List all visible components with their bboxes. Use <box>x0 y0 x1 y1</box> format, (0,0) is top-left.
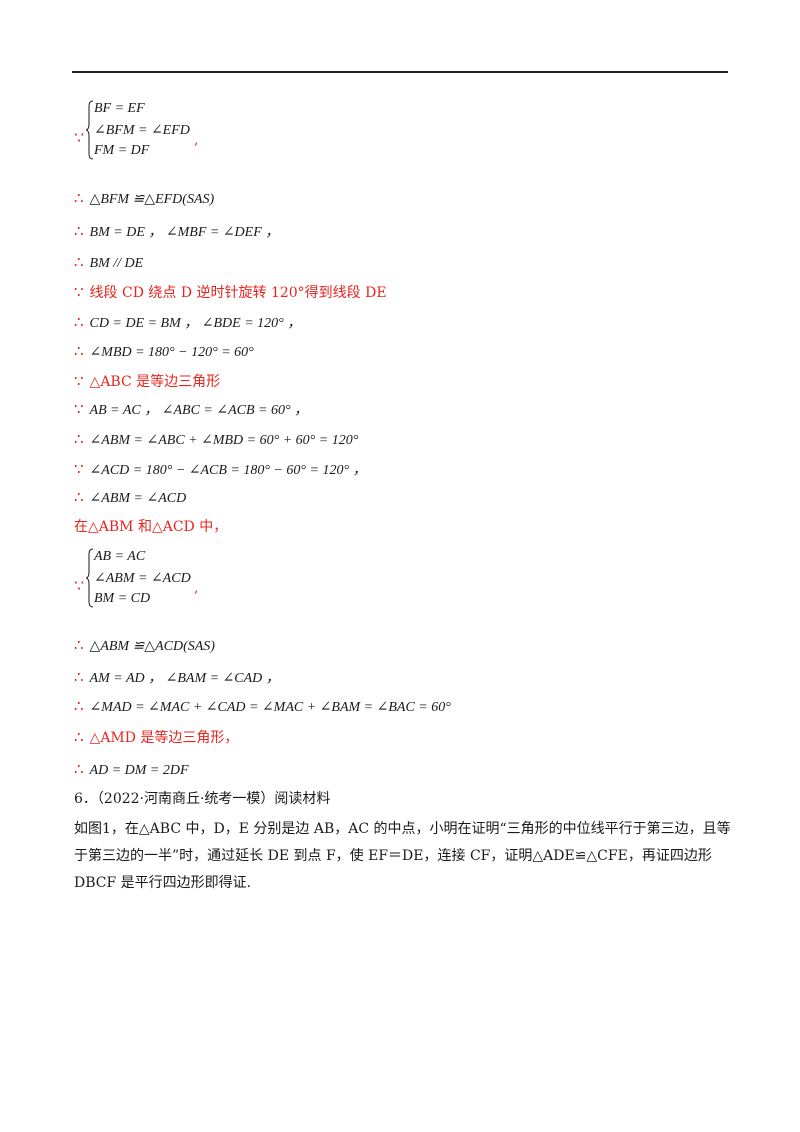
proof-line: ∴ BM // DE <box>74 253 143 273</box>
proof-line: ∵ ∠ACD = 180° − ∠ACB = 180° − 60° = 120° … <box>74 460 367 480</box>
therefore-symbol: ∴ <box>74 488 84 506</box>
because-symbol: ∵ <box>74 128 85 147</box>
therefore-symbol: ∴ <box>74 636 84 654</box>
proof-line: ∵ 线段 CD 绕点 D 逆时针旋转 120°得到线段 DE <box>74 283 387 302</box>
therefore-symbol: ∴ <box>74 342 84 360</box>
proof-line: ∴ △ABM ≌△ACD(SAS) <box>74 636 215 656</box>
proof-text: △AMD 是等边三角形， <box>89 730 239 746</box>
proof-line: ∴ ∠MAD = ∠MAC + ∠CAD = ∠MAC + ∠BAM = ∠BAC… <box>74 697 451 717</box>
proof-text: △ABC 是等边三角形 <box>89 374 221 390</box>
proof-line: ∴ AD = DM = 2DF <box>74 760 189 780</box>
problem-heading: 6．（2022·河南商丘·统考一模）阅读材料 <box>74 791 331 807</box>
system-row: FM = DF <box>94 143 150 158</box>
proof-text: ∠MAD = ∠MAC + ∠CAD = ∠MAC + ∠BAM = ∠BAC … <box>89 700 451 715</box>
because-symbol: ∵ <box>74 400 84 418</box>
left-brace <box>86 548 94 608</box>
proof-text: 在△ABM 和△ACD 中， <box>74 519 228 535</box>
therefore-symbol: ∴ <box>74 253 84 271</box>
left-brace <box>86 100 94 160</box>
header-rule <box>72 71 728 73</box>
system-row: ∠ABM = ∠ACD <box>94 571 191 586</box>
therefore-symbol: ∴ <box>74 728 84 746</box>
therefore-symbol: ∴ <box>74 189 84 207</box>
therefore-symbol: ∴ <box>74 697 84 715</box>
system-row: ∠BFM = ∠EFD <box>94 123 190 138</box>
proof-line: 在△ABM 和△ACD 中， <box>74 518 227 536</box>
proof-text: △BFM ≌△EFD(SAS) <box>89 192 215 207</box>
proof-text: 线段 CD 绕点 D 逆时针旋转 120°得到线段 DE <box>89 285 387 301</box>
proof-line: ∴ △BFM ≌△EFD(SAS) <box>74 189 214 209</box>
proof-line: ∵ AB = AC ， ∠ABC = ∠ACB = 60° ， <box>74 400 308 420</box>
because-symbol: ∵ <box>74 283 84 301</box>
proof-line: ∴ BM = DE ， ∠MBF = ∠DEF ， <box>74 222 279 242</box>
proof-line: ∴ ∠ABM = ∠ABC + ∠MBD = 60° + 60° = 120° <box>74 430 358 450</box>
proof-line: ∴ ∠MBD = 180° − 120° = 60° <box>74 342 254 362</box>
proof-text: BM // DE <box>89 256 144 271</box>
proof-text: AD = DM = 2DF <box>89 763 189 778</box>
system-comma: , <box>194 580 199 596</box>
proof-text: BM = DE ， ∠MBF = ∠DEF ， <box>89 225 280 240</box>
equation-system-1: ∵ BF = EF ∠BFM = ∠EFD FM = DF , <box>74 100 274 162</box>
because-symbol: ∵ <box>74 576 85 595</box>
proof-line: ∵ △ABC 是等边三角形 <box>74 372 220 391</box>
because-symbol: ∵ <box>74 372 84 390</box>
system-row: AB = AC <box>94 549 146 564</box>
proof-text: AM = AD ， ∠BAM = ∠CAD ， <box>89 671 280 686</box>
proof-text: CD = DE = BM ， ∠BDE = 120° ， <box>89 316 302 331</box>
proof-text: AB = AC ， ∠ABC = ∠ACB = 60° ， <box>89 403 309 418</box>
proof-text: ∠ABM = ∠ACD <box>89 491 187 506</box>
proof-line: ∴ AM = AD ， ∠BAM = ∠CAD ， <box>74 668 280 688</box>
equation-system-2: ∵ AB = AC ∠ABM = ∠ACD BM = CD , <box>74 548 274 610</box>
because-symbol: ∵ <box>74 460 84 478</box>
proof-text: ∠ABM = ∠ABC + ∠MBD = 60° + 60° = 120° <box>89 433 359 448</box>
proof-line: ∴ △AMD 是等边三角形， <box>74 728 238 747</box>
therefore-symbol: ∴ <box>74 760 84 778</box>
system-row: BM = CD <box>94 591 151 606</box>
proof-line: ∴ ∠ABM = ∠ACD <box>74 488 186 508</box>
therefore-symbol: ∴ <box>74 668 84 686</box>
system-row: BF = EF <box>94 101 145 116</box>
system-comma: , <box>194 132 199 148</box>
problem-body: 如图1，在△ABC 中，D，E 分别是边 AB，AC 的中点，小明在证明“三角形… <box>74 821 731 891</box>
therefore-symbol: ∴ <box>74 430 84 448</box>
proof-text: △ABM ≌△ACD(SAS) <box>89 639 215 654</box>
proof-line: ∴ CD = DE = BM ， ∠BDE = 120° ， <box>74 313 301 333</box>
proof-text: ∠ACD = 180° − ∠ACB = 180° − 60° = 120° ， <box>89 463 367 478</box>
therefore-symbol: ∴ <box>74 222 84 240</box>
proof-text: ∠MBD = 180° − 120° = 60° <box>89 345 254 360</box>
therefore-symbol: ∴ <box>74 313 84 331</box>
